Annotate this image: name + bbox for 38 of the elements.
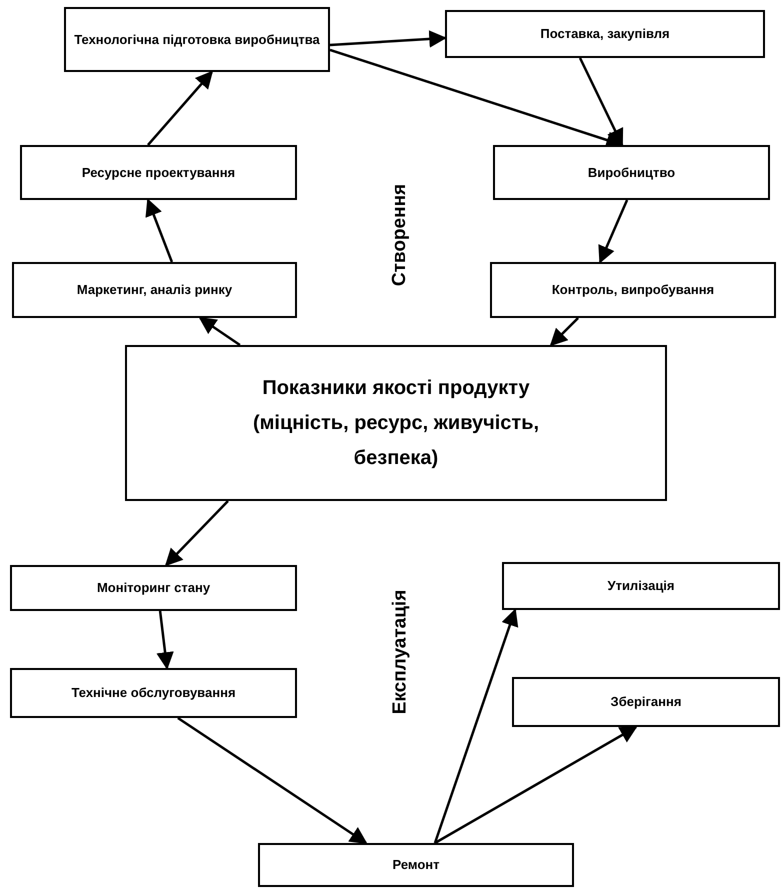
process-box bbox=[258, 843, 574, 887]
phase-label: Експлуатація bbox=[388, 590, 411, 714]
arrow bbox=[177, 716, 368, 844]
phase-label: Створення bbox=[389, 184, 412, 286]
node-text: Виробництво bbox=[586, 164, 676, 182]
node-text: Показники якості продукту (міцність, ресурс, живучість, безпека) bbox=[252, 376, 540, 470]
process-box bbox=[64, 7, 330, 72]
node-text: Моніторинг стану bbox=[96, 579, 212, 597]
node-text: Технологічна підготовка виробництва bbox=[73, 30, 321, 48]
node-text: Ремонт bbox=[391, 856, 440, 874]
process-box bbox=[10, 668, 297, 718]
arrow bbox=[434, 608, 518, 844]
process-box bbox=[512, 677, 780, 727]
process-box bbox=[502, 562, 780, 610]
node-text: Технічне обслуговування bbox=[70, 684, 237, 702]
node-text: Контроль, випробування bbox=[550, 281, 716, 299]
process-box bbox=[490, 262, 776, 318]
arrow bbox=[598, 200, 628, 264]
node-text: Поставка, закупівля bbox=[539, 25, 671, 43]
process-box bbox=[493, 145, 770, 200]
process-box bbox=[10, 565, 297, 611]
process-box bbox=[445, 10, 765, 58]
arrow bbox=[147, 70, 214, 146]
node-text: Утилізація bbox=[606, 577, 676, 595]
arrow bbox=[550, 317, 579, 346]
arrow bbox=[198, 316, 241, 346]
arrow bbox=[145, 198, 174, 262]
arrow bbox=[578, 57, 624, 147]
arrow bbox=[164, 500, 229, 566]
process-box bbox=[125, 345, 667, 501]
node-text: Ресурсне проектування bbox=[80, 164, 236, 182]
node-text: Маркетинг, аналіз ринку bbox=[76, 281, 234, 299]
node-text: Зберігання bbox=[610, 693, 682, 711]
arrow bbox=[156, 610, 174, 670]
arrow bbox=[434, 726, 638, 844]
arrow bbox=[330, 30, 447, 48]
process-box bbox=[20, 145, 297, 200]
process-box bbox=[12, 262, 297, 318]
